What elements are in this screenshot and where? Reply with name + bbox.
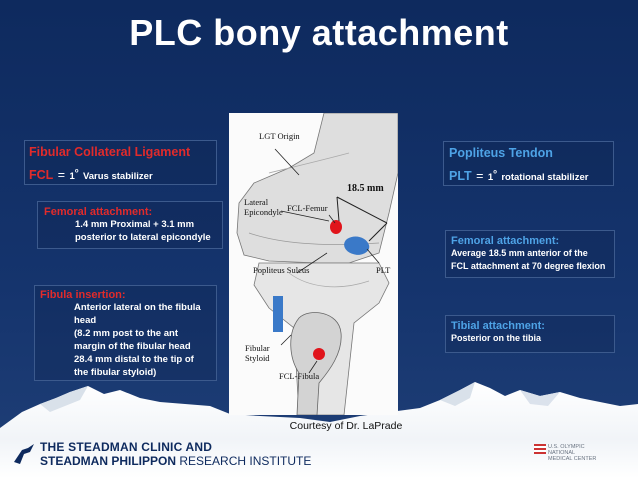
- logo-line2-rest: RESEARCH INSTITUTE: [179, 454, 312, 468]
- runner-icon: [12, 442, 36, 466]
- plt-equals: =: [476, 169, 484, 183]
- fcl-superscript: o: [74, 168, 79, 175]
- fibula-heading: Fibula insertion:: [40, 289, 126, 301]
- fcl-equals: =: [57, 168, 66, 182]
- image-caption: Courtesy of Dr. LaPrade: [289, 420, 403, 432]
- slide-title: PLC bony attachment: [129, 12, 509, 53]
- fibula-line: the fibular styloid): [74, 367, 157, 378]
- label-fcl-femur: FCL-Femur: [287, 203, 328, 213]
- olympic-medical-logo: U.S. OLYMPIC NATIONAL MEDICAL CENTER: [534, 444, 597, 462]
- logo-line2-bold: STEADMAN PHILIPPON: [40, 454, 177, 468]
- partner-line: MEDICAL CENTER: [548, 456, 597, 462]
- label-lateral: Lateral: [244, 197, 269, 207]
- fibula-line: (8.2 mm post to the ant: [74, 328, 178, 339]
- label-lgt-origin: LGT Origin: [259, 131, 300, 141]
- fibula-line: Anterior lateral on the fibula: [74, 302, 201, 313]
- steadman-logo: THE STEADMAN CLINIC AND STEADMAN PHILIPP…: [12, 440, 311, 468]
- tibial-box: Tibial attachment: Posterior on the tibi…: [445, 315, 615, 353]
- fcl-femoral-box: Femoral attachment: 1.4 mm Proximal + 3.…: [37, 201, 223, 249]
- knee-xray-image: LGT Origin Lateral Epicondyle FCL-Femur …: [229, 112, 399, 416]
- plt-femoral-line1: Average 18.5 mm anterior of the: [451, 248, 588, 258]
- fibula-line: 28.4 mm distal to the tip of: [74, 354, 194, 365]
- fcl-box: Fibular Collateral Ligament FCL = 1o Var…: [24, 140, 217, 185]
- plt-femoral-line2: FCL attachment at 70 degree flexion: [451, 261, 606, 271]
- snowy-mountains: [0, 382, 638, 478]
- fibula-insertion-box: Fibula insertion: Anterior lateral on th…: [34, 285, 217, 381]
- plt-superscript: o: [493, 169, 497, 176]
- partner-line: NATIONAL: [548, 450, 576, 456]
- fibula-line: head: [74, 315, 97, 326]
- partner-line: U.S. OLYMPIC: [548, 444, 585, 450]
- plt-abbr: PLT: [449, 169, 472, 183]
- label-fcl-fibula: FCL-Fibula: [279, 371, 319, 381]
- label-fibular: Fibular: [245, 343, 270, 353]
- fibula-blue-bar: [273, 296, 283, 332]
- fcl-femur-marker: [330, 220, 342, 234]
- fcl-abbr: FCL: [29, 168, 54, 182]
- label-popliteus-sulcus: Popliteus Sulcus: [253, 265, 309, 275]
- plt-marker: [344, 236, 370, 255]
- plt-desc-number: 1: [487, 172, 494, 183]
- plt-desc: rotational stabilizer: [501, 172, 589, 183]
- plt-femoral-box: Femoral attachment: Average 18.5 mm ante…: [445, 230, 615, 278]
- us-flag-icon: [534, 444, 546, 454]
- fcl-heading: Fibular Collateral Ligament: [29, 145, 191, 159]
- fcl-femoral-line2: posterior to lateral epicondyle: [75, 232, 211, 243]
- logo-line1: THE STEADMAN CLINIC AND: [40, 440, 213, 454]
- plt-femoral-heading: Femoral attachment:: [451, 235, 560, 247]
- fcl-desc: Varus stabilizer: [82, 171, 153, 182]
- plt-heading: Popliteus Tendon: [449, 146, 553, 160]
- fcl-desc-number: 1: [69, 171, 75, 182]
- label-styloid: Styloid: [245, 353, 270, 363]
- tibial-line1: Posterior on the tibia: [451, 333, 542, 343]
- fibula-line: margin of the fibular head: [74, 341, 191, 352]
- tibial-heading: Tibial attachment:: [451, 320, 545, 332]
- label-measure: 18.5 mm: [347, 183, 384, 194]
- fcl-femoral-line1: 1.4 mm Proximal + 3.1 mm: [75, 219, 195, 230]
- label-plt: PLT: [376, 265, 391, 275]
- fcl-femoral-heading: Femoral attachment:: [44, 206, 153, 218]
- plt-box: Popliteus Tendon PLT = 1o rotational sta…: [443, 141, 614, 186]
- fcl-fibula-marker: [313, 348, 325, 360]
- label-epicondyle: Epicondyle: [244, 207, 283, 217]
